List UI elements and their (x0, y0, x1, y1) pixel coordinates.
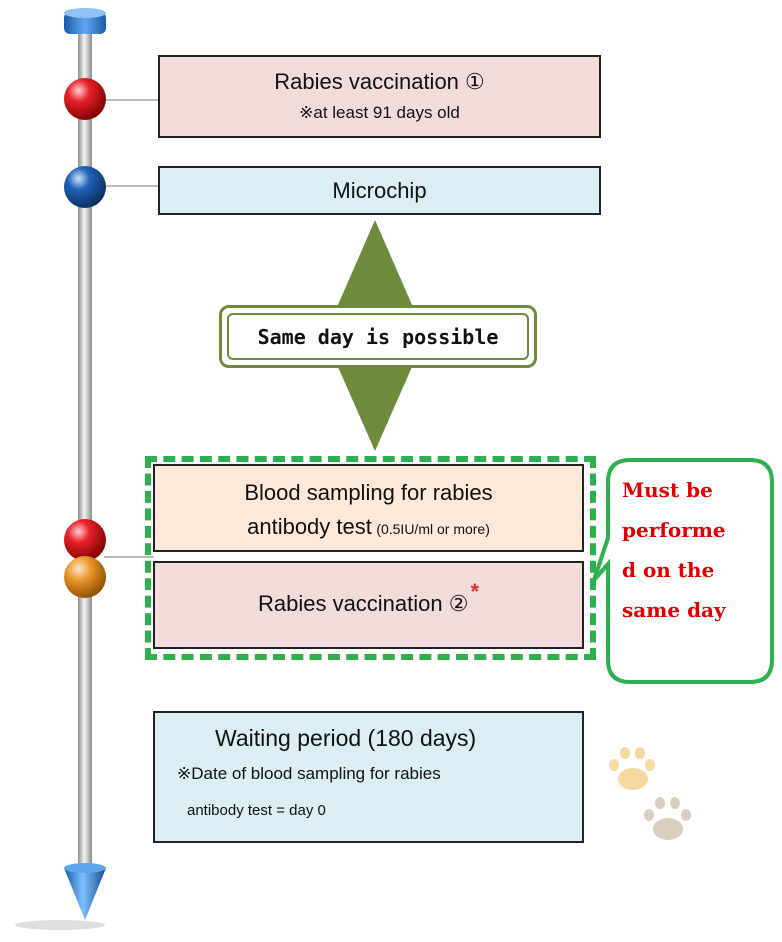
step-waiting-period: Waiting period (180 days) ※Date of blood… (153, 711, 584, 843)
step-microchip: Microchip (158, 166, 601, 215)
waiting-title: Waiting period (180 days) (215, 725, 477, 751)
paw-print-icon (644, 797, 691, 840)
callout-line-1: Must be (622, 478, 713, 502)
blood-title-line2: antibody test (247, 514, 372, 539)
callout-bubble (592, 458, 774, 684)
connector-blood-vaccination2 (104, 556, 154, 558)
callout-line-2: performe (622, 518, 726, 542)
step-vaccination-1: Rabies vaccination ① ※at least 91 days o… (158, 55, 601, 138)
timeline-top-cap (64, 12, 106, 34)
same-day-label-frame: Same day is possible (219, 305, 537, 368)
callout-text: Must be performe d on the same day (622, 470, 772, 630)
microchip-title: Microchip (332, 178, 427, 203)
marker-red-1 (64, 78, 106, 120)
paw-print-icon (609, 747, 655, 790)
same-day-label: Same day is possible (257, 324, 499, 349)
waiting-note-line1: ※Date of blood sampling for rabies (177, 764, 441, 783)
blood-note: (0.5IU/ml or more) (376, 521, 490, 537)
connector-microchip (104, 185, 160, 187)
callout-line-3: d on the (622, 558, 715, 582)
same-day-group-frame (145, 456, 596, 660)
vaccination-2-title: Rabies vaccination ② (257, 591, 469, 616)
timeline-arrow-tip (64, 868, 106, 920)
asterisk-mark: * (470, 579, 480, 604)
marker-orange (64, 556, 106, 598)
connector-vaccination1 (104, 99, 160, 101)
marker-blue (64, 166, 106, 208)
marker-red-2 (64, 519, 106, 561)
vaccination-1-note: ※at least 91 days old (299, 103, 460, 122)
timeline-pole (78, 30, 92, 870)
step-vaccination-2: Rabies vaccination ②* (153, 561, 584, 649)
double-arrow (327, 220, 423, 451)
step-blood-sampling: Blood sampling for rabies antibody test … (153, 464, 584, 552)
vaccination-1-title: Rabies vaccination ① (274, 69, 485, 94)
callout-line-4: same day (622, 598, 726, 622)
waiting-note-line2: antibody test = day 0 (187, 802, 326, 819)
blood-title-line1: Blood sampling for rabies (244, 480, 493, 505)
